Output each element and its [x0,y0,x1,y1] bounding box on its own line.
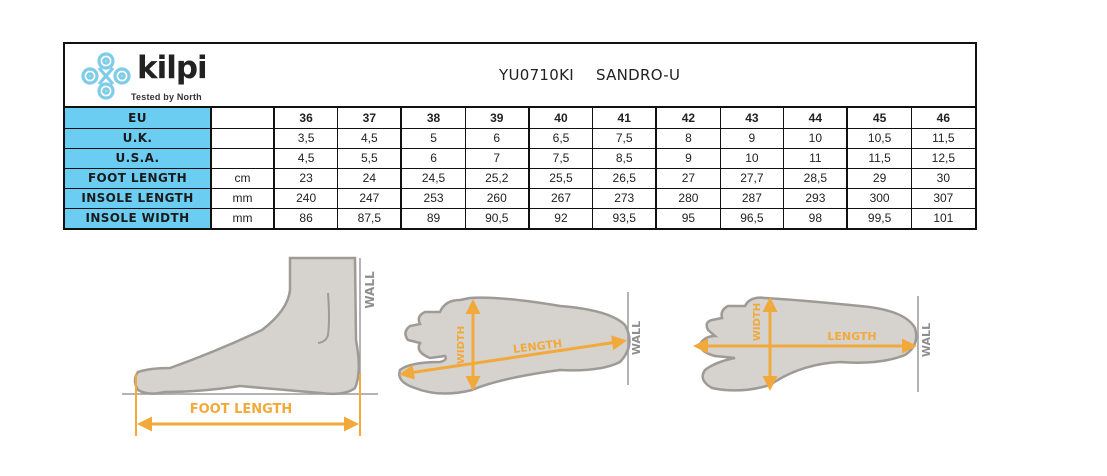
size-chart: kilpi Tested by North YU0710KI SANDRO-U E… [63,42,977,230]
product-code: YU0710KI [499,66,574,84]
size-cell: 11 [783,147,849,169]
size-cell: 98 [783,207,849,228]
brand-logo: kilpi Tested by North [79,48,239,104]
row-label: INSOLE WIDTH [65,207,212,228]
size-cell: 95 [655,207,721,228]
size-cell: 37 [337,108,403,129]
wall-label: WALL [920,323,933,357]
size-cell: 27 [655,167,721,189]
top-view-foot-straight-icon: WALL WIDTH LENGTH [693,296,933,392]
size-cell: 4,5 [337,127,403,149]
knot-logo-icon [81,52,131,100]
length-label: LENGTH [827,330,876,343]
brand-tagline: Tested by North [131,92,202,102]
length-label: LENGTH [512,337,562,356]
size-cell: 25,5 [528,167,594,189]
chart-header: kilpi Tested by North YU0710KI SANDRO-U [65,44,975,108]
size-cell: 96,5 [719,207,785,228]
size-cell: 38 [400,108,466,129]
size-cell: 25,2 [464,167,530,189]
size-cell: 273 [592,187,658,209]
size-cell: 101 [910,207,975,228]
size-cell: 99,5 [846,207,912,228]
product-name: SANDRO-U [595,66,681,84]
size-cell: 42 [655,108,721,129]
size-cell: 87,5 [337,207,403,228]
size-cell: 7,5 [528,147,594,169]
size-cell: 280 [655,187,721,209]
foot-length-label: FOOT LENGTH [190,402,293,417]
width-label: WIDTH [752,303,763,341]
brand-name: kilpi [137,50,208,86]
row-unit: cm [210,167,275,189]
row-unit: mm [210,207,275,228]
size-cell: 93,5 [592,207,658,228]
side-view-foot-icon: WALL FOOT LENGTH [122,256,378,436]
size-cell: 89 [400,207,466,228]
wall-label: WALL [363,271,377,309]
size-cell: 90,5 [464,207,530,228]
size-cell: 267 [528,187,594,209]
wall-label: WALL [630,321,643,355]
product-title: YU0710KI SANDRO-U [499,66,702,84]
size-cell: 260 [464,187,530,209]
row-label: INSOLE LENGTH [65,187,212,209]
size-cell: 86 [273,207,339,228]
top-view-foot-diagonal-icon: WALL WIDTH LENGTH [398,292,643,395]
width-label: WIDTH [456,326,467,364]
size-cell: 92 [528,207,594,228]
